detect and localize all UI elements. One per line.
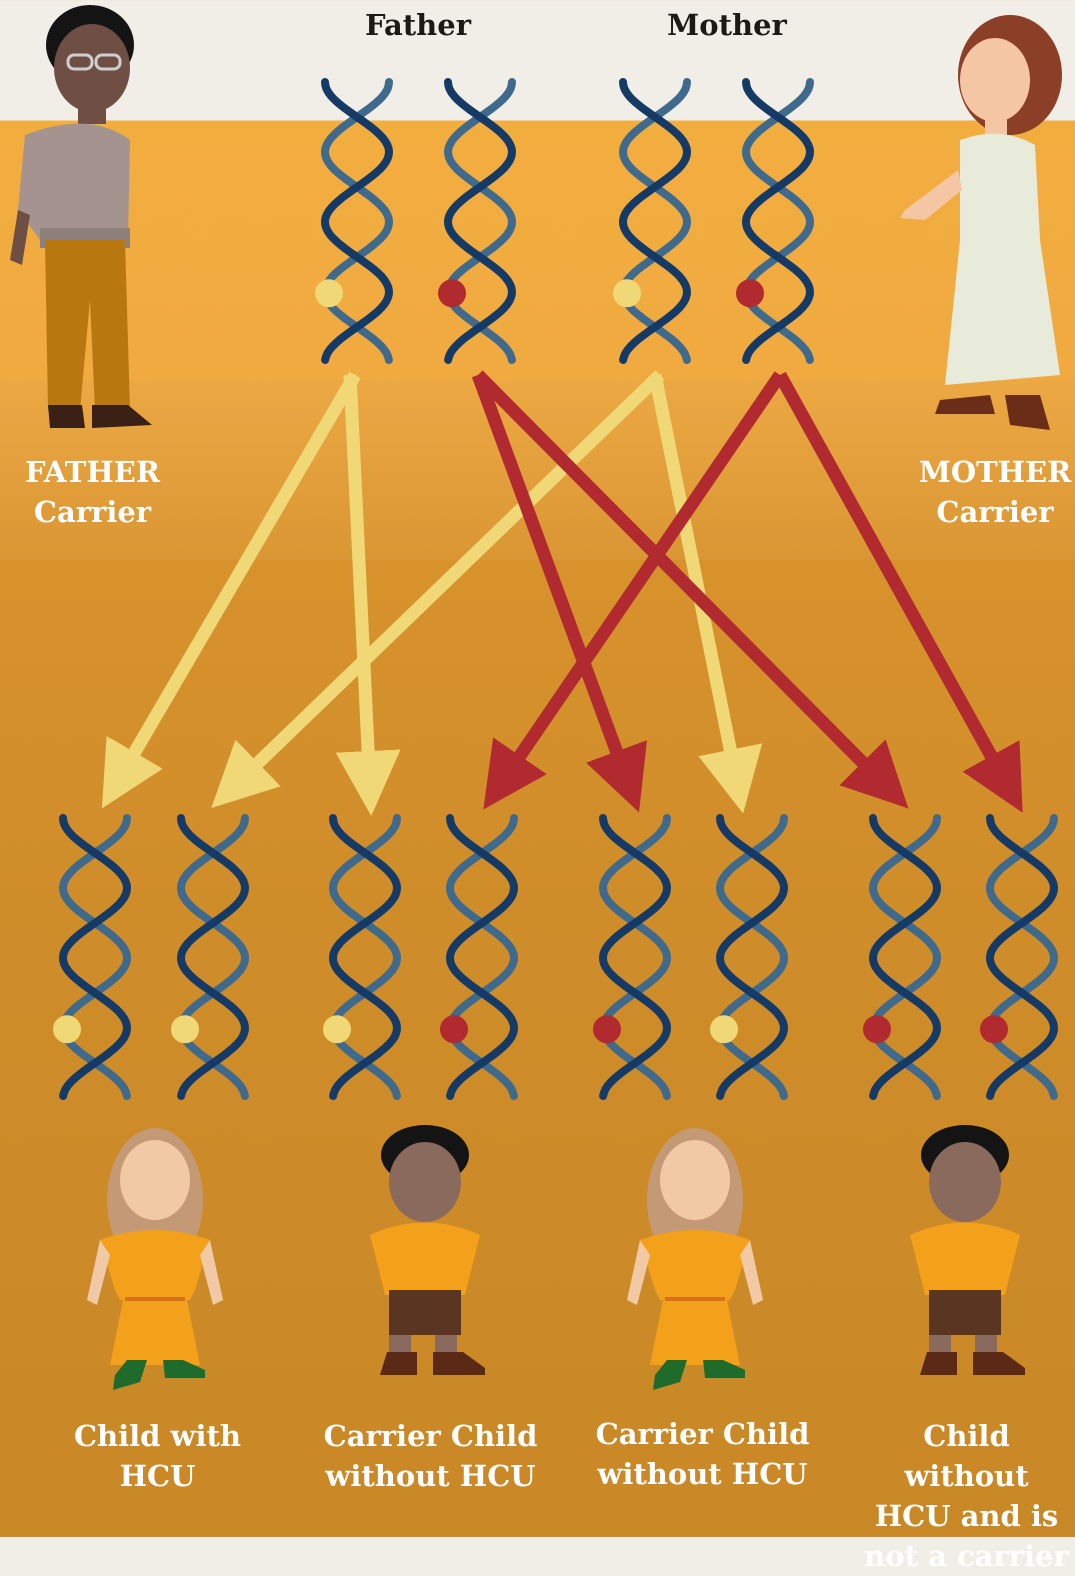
father-title: FATHER <box>25 455 160 489</box>
father-header-label: Father <box>364 8 471 42</box>
mutated-allele-marker <box>593 1015 621 1044</box>
normal-allele-marker <box>53 1015 81 1044</box>
arrow-mother-normal-to-child1 <box>211 370 665 809</box>
dna-helix-icon <box>736 78 815 364</box>
child-2-line1: Carrier Child <box>323 1419 538 1453</box>
dna-helix-icon <box>438 78 517 364</box>
girl-figure <box>627 1128 763 1390</box>
mother-title: MOTHER <box>918 455 1072 489</box>
normal-allele-marker <box>710 1015 738 1044</box>
arrow-father-normal-to-child1 <box>101 371 361 809</box>
arrow-mother-mutated-to-child2 <box>483 371 786 810</box>
normal-allele-marker <box>315 279 343 308</box>
arrow-father-mutated-to-child3 <box>471 372 648 813</box>
inheritance-arrows <box>101 370 1023 816</box>
child-4-line1: Child without <box>904 1419 1029 1493</box>
normal-allele-marker <box>171 1015 199 1044</box>
child-3-caption: Carrier Child without HCU <box>590 1414 815 1494</box>
dna-helix-icon <box>710 814 789 1100</box>
mutated-allele-marker <box>863 1015 891 1044</box>
child-4-caption: Child without HCU and is not a carrier <box>858 1416 1075 1576</box>
dna-helix-icon <box>980 814 1059 1100</box>
arrow-father-normal-to-child2 <box>335 374 401 816</box>
child-1-caption: Child with HCU <box>55 1416 260 1496</box>
father-status: Carrier <box>33 495 152 529</box>
parent-helix-group <box>315 78 815 364</box>
child-1-line2: HCU <box>119 1459 196 1493</box>
mutated-allele-marker <box>736 279 764 308</box>
child-4-line2: HCU and is <box>874 1499 1059 1533</box>
child-3-line2: without HCU <box>597 1457 808 1491</box>
boy-figure <box>370 1125 485 1375</box>
child-3-line1: Carrier Child <box>595 1417 810 1451</box>
mother-status: Carrier <box>936 495 1054 529</box>
child-4-line3: not a carrier <box>864 1539 1069 1573</box>
dna-helix-icon <box>593 814 672 1100</box>
dna-helix-icon <box>323 814 402 1100</box>
father-figure <box>10 5 152 428</box>
dna-helix-icon <box>863 814 942 1100</box>
boy-figure <box>910 1125 1025 1375</box>
mutated-allele-marker <box>440 1015 468 1044</box>
mutated-allele-marker <box>980 1015 1008 1044</box>
child-helix-group <box>53 814 1059 1100</box>
dna-helix-icon <box>315 78 394 364</box>
normal-allele-marker <box>323 1015 351 1044</box>
inheritance-diagram <box>0 5 1075 1390</box>
child-2-line2: without HCU <box>325 1459 536 1493</box>
mother-caption: MOTHER Carrier <box>915 452 1075 532</box>
dna-helix-icon <box>613 78 692 364</box>
father-caption: FATHER Carrier <box>10 452 175 532</box>
arrow-mother-mutated-to-child4 <box>774 371 1023 813</box>
girl-figure <box>87 1128 223 1390</box>
arrow-mother-normal-to-child3 <box>648 373 763 814</box>
normal-allele-marker <box>613 279 641 308</box>
mutated-allele-marker <box>438 279 466 308</box>
dna-helix-icon <box>53 814 132 1100</box>
dna-helix-icon <box>440 814 519 1100</box>
child-2-caption: Carrier Child without HCU <box>318 1416 543 1496</box>
arrow-father-mutated-to-child4 <box>473 370 909 809</box>
mother-header-label: Mother <box>667 8 787 42</box>
dna-helix-icon <box>171 814 250 1100</box>
child-1-line1: Child with <box>73 1419 242 1453</box>
mother-figure <box>900 15 1062 430</box>
